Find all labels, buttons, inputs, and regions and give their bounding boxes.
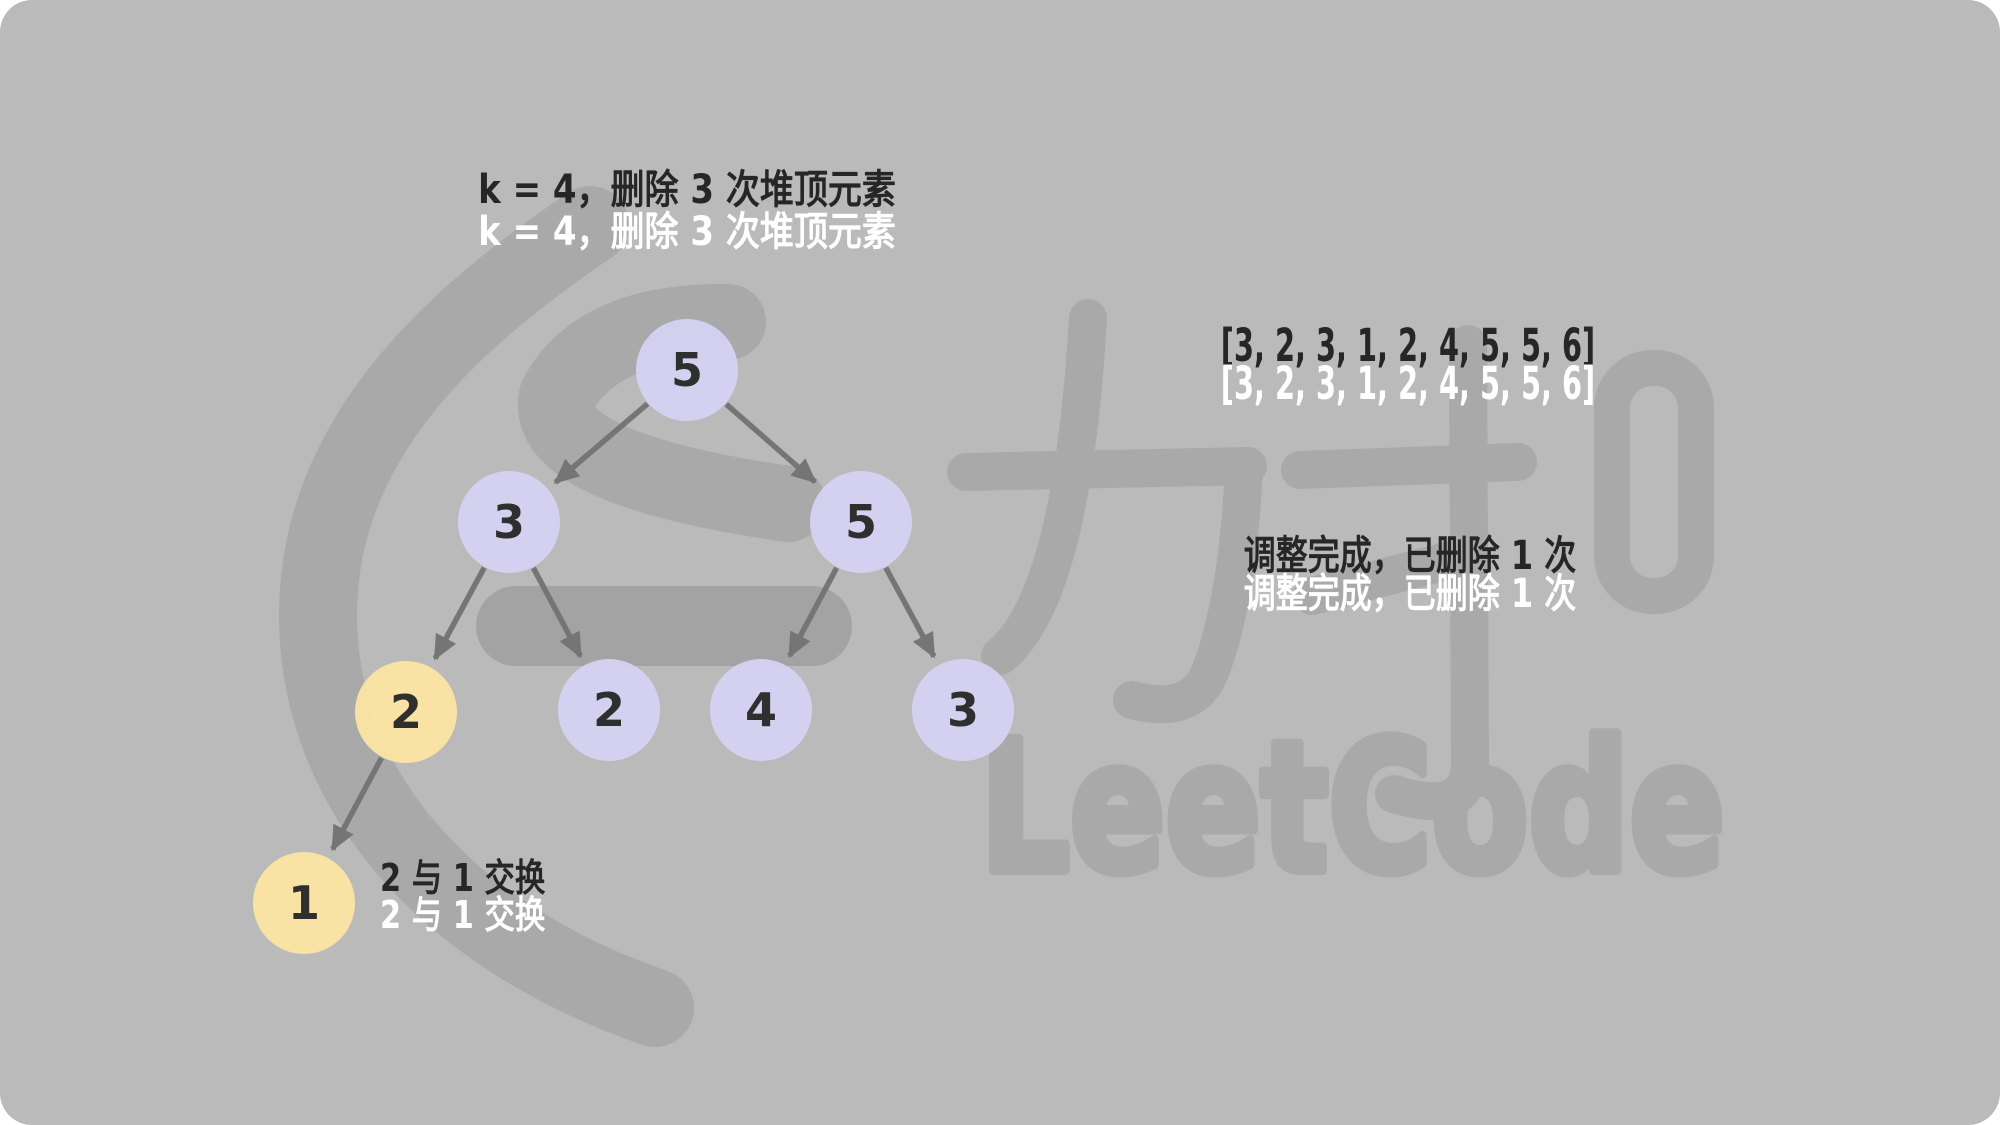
swap-note-text-ghost: 2 与 1 交换 [380,893,546,937]
heap-node-3: 3 [912,659,1014,761]
leetcode-wordmark-watermark: LeetCode [980,704,1725,913]
heap-edges [330,401,937,852]
heap-node-2: 2 [355,661,457,763]
heap-edge-l-lr [530,566,583,659]
heap-node-4: 4 [710,659,812,761]
kou-char-stroke [1594,350,1714,614]
heap-edge-root-r [724,402,817,484]
swap-note-text: 2 与 1 交换 [380,856,546,900]
heap-node-value: 5 [844,495,877,549]
heap-node-value: 5 [670,343,703,397]
heap-node-2: 2 [558,659,660,761]
heap-edge-l-ll [432,566,487,661]
heap-edge-root-l [553,401,650,485]
kou-char-stroke [1293,537,1485,615]
heap-edge-r-rr [883,566,937,659]
likou-characters-watermark [947,299,1714,821]
title-text: k = 4，删除 3 次堆顶元素 [478,167,896,213]
heap-edge-ll-lll [330,756,384,852]
status-text-ghost: 调整完成，已删除 1 次 [1243,571,1577,617]
heap-array-text: [3, 2, 3, 1, 2, 4, 5, 5, 6] [1220,319,1596,372]
heap-node-value: 3 [492,495,525,549]
heap-node-value: 1 [287,876,320,930]
heap-edge-r-rl [787,566,840,659]
heap-node-value: 2 [389,685,422,739]
heap-array-text-ghost: [3, 2, 3, 1, 2, 4, 5, 5, 6] [1220,357,1596,410]
li-char-stroke [1113,447,1263,724]
heap-node-3: 3 [458,471,560,573]
li-char-stroke [947,447,1267,491]
title-text-ghost: k = 4，删除 3 次堆顶元素 [478,209,896,255]
li-char-stroke [981,299,1107,675]
heap-node-value: 4 [744,683,777,737]
heap-node-5: 5 [636,319,738,421]
kou-char-stroke [1375,325,1489,821]
heap-node-1: 1 [253,852,355,954]
heap-node-value: 3 [946,683,979,737]
heap-node-5: 5 [810,471,912,573]
status-text: 调整完成，已删除 1 次 [1243,533,1577,579]
heap-node-value: 2 [592,683,625,737]
